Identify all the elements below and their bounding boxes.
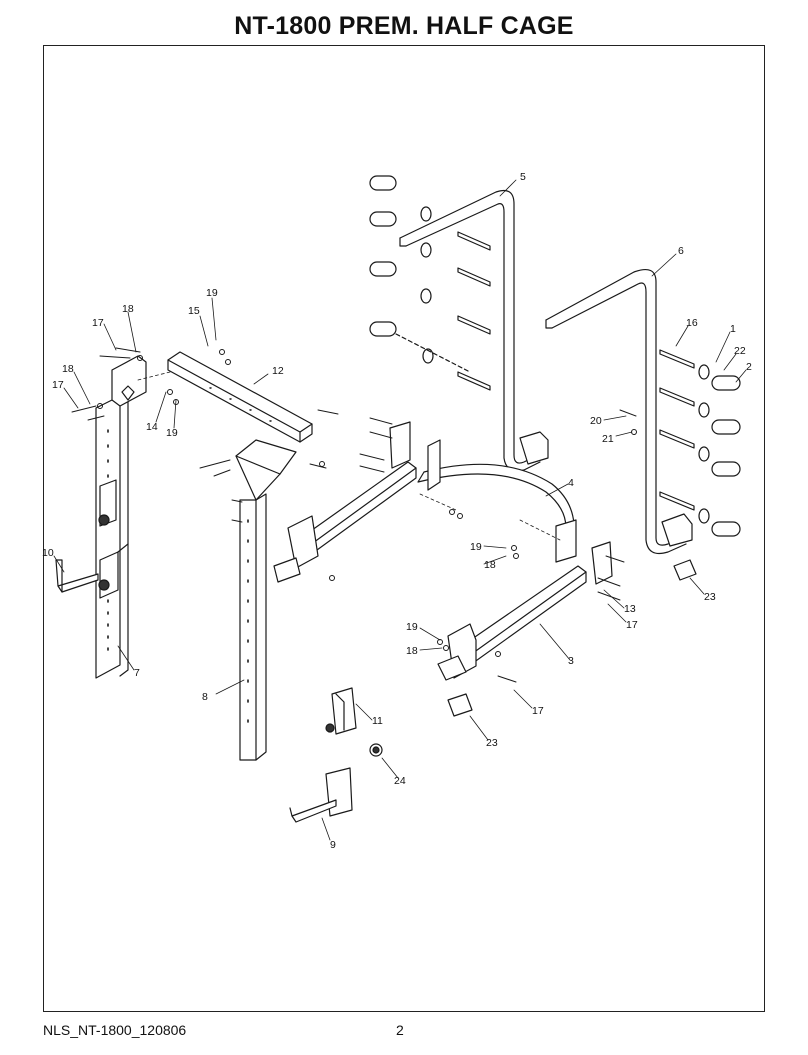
page-title: NT-1800 PREM. HALF CAGE (234, 12, 574, 40)
roller-sleeves-left (369, 175, 491, 391)
callout-20: 20 (590, 415, 602, 427)
callout-19-bottom: 19 (406, 621, 418, 633)
part-4-curved-brace (417, 439, 577, 563)
callout-4: 4 (568, 477, 574, 489)
part-3-lower-arm (437, 541, 613, 681)
part-11-bracket (325, 687, 357, 735)
callout-14: 14 (146, 421, 158, 433)
hardware-bolts (71, 347, 637, 683)
callout-21: 21 (602, 433, 614, 445)
callout-10: 10 (42, 547, 54, 559)
callout-leaders (53, 179, 747, 841)
callout-17-top: 17 (92, 317, 104, 329)
callout-17-bottom: 17 (532, 705, 544, 717)
roller-sleeves-right (659, 349, 741, 537)
callout-11: 11 (372, 715, 383, 727)
callout-9: 9 (330, 839, 336, 851)
callout-23-right: 23 (704, 591, 716, 603)
callout-22: 22 (734, 345, 746, 357)
upper-arm-member (273, 421, 417, 583)
callout-6: 6 (678, 245, 684, 257)
callout-18-right: 18 (484, 559, 496, 571)
callout-2: 2 (746, 361, 752, 373)
callout-18-top: 18 (122, 303, 134, 315)
callout-17-left: 17 (52, 379, 64, 391)
diagram-frame (43, 45, 765, 1012)
part-9-j-hook (289, 767, 353, 823)
callout-13: 13 (624, 603, 636, 615)
callout-15: 15 (188, 305, 200, 317)
callout-19-mid: 19 (166, 427, 178, 439)
callout-8: 8 (202, 691, 208, 703)
callout-16: 16 (686, 317, 698, 329)
leader-dashes (137, 371, 561, 541)
part-10-j-hook (55, 543, 129, 593)
part-12-crossmember (167, 351, 313, 443)
page-number: 2 (396, 1022, 404, 1038)
callout-12: 12 (272, 365, 284, 377)
callout-19-right: 19 (470, 541, 482, 553)
callout-24: 24 (394, 775, 406, 787)
part-6-arch (545, 269, 693, 555)
callout-17-right: 17 (626, 619, 638, 631)
part-8-center-upright (235, 439, 297, 761)
part-24-knob (369, 743, 383, 757)
callout-3: 3 (568, 655, 574, 667)
part-23-end-cap (447, 559, 697, 717)
part-7-left-upright (95, 355, 147, 679)
callout-18-left: 18 (62, 363, 74, 375)
callout-18-bottom: 18 (406, 645, 418, 657)
callout-23-bottom: 23 (486, 737, 498, 749)
callout-1: 1 (730, 323, 736, 335)
callout-19-top: 19 (206, 287, 218, 299)
callout-5: 5 (520, 171, 526, 183)
document-code: NLS_NT-1800_120806 (43, 1022, 187, 1038)
part-5-arch (399, 189, 549, 472)
callout-7: 7 (134, 667, 140, 679)
